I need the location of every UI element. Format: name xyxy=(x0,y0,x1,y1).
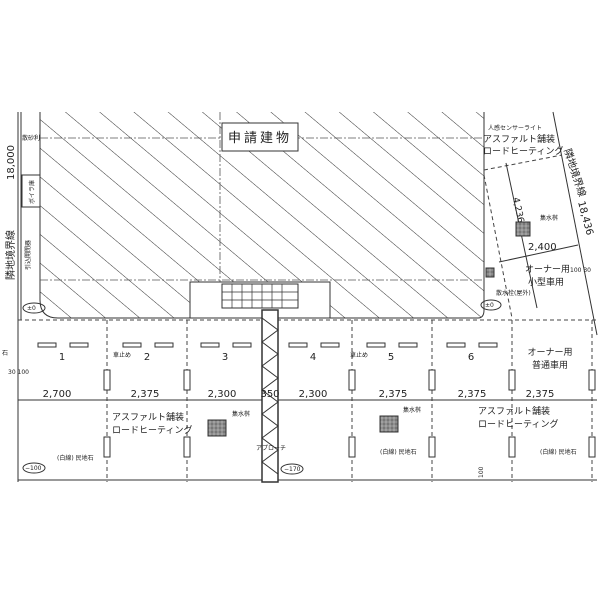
stone-label: 石 xyxy=(2,350,8,357)
wheel-stop xyxy=(366,342,386,348)
owner-label-1: オーナー用 xyxy=(525,264,570,275)
sensor-light-label: 人感センサーライト xyxy=(488,124,542,132)
wheel-stop xyxy=(69,342,89,348)
space-width: 2,300 xyxy=(208,389,237,400)
switch-label: 引込開閉器 xyxy=(24,240,32,270)
space-width: 2,375 xyxy=(526,389,555,400)
left-offset: 30 100 xyxy=(8,369,29,376)
white-line-marker xyxy=(103,369,111,391)
approach-label: アプローチ xyxy=(256,445,286,452)
left-boundary-label: 隣地境界線 xyxy=(4,230,17,280)
wheel-stop xyxy=(288,342,308,348)
building-title: 申請建物 xyxy=(228,131,292,146)
catch-basin-grate xyxy=(207,419,227,437)
left-boundary: 隣地境界線 18,000 散砂利 ボイラ庫 引込開閉器 石 30 100 ±0 … xyxy=(2,112,46,482)
white-line-marker xyxy=(428,369,436,391)
level-bottom-left: −100 xyxy=(25,465,42,472)
bottom-offset: 100 xyxy=(478,466,485,478)
paving-a-line2: ロードヒーティング xyxy=(112,424,192,436)
wheel-stop xyxy=(320,342,340,348)
curb-label: (白線) 民地石 xyxy=(380,448,417,456)
catch-basin-label: 集水桝 xyxy=(403,406,421,414)
space-label: 6 xyxy=(468,352,474,363)
right-paving-line1: アスファルト舗装 xyxy=(483,133,555,145)
space-label: 2 xyxy=(144,352,150,363)
catch-basin-grate xyxy=(515,221,531,237)
space-label: オーナー用 xyxy=(527,347,572,358)
approach-wall xyxy=(261,309,279,483)
catch-basin-label: 集水桝 xyxy=(232,410,250,418)
white-line-marker xyxy=(588,436,596,458)
white-line-marker xyxy=(508,436,516,458)
space-label: 1 xyxy=(59,352,65,363)
white-line-marker xyxy=(183,369,191,391)
wheel-stop xyxy=(154,342,174,348)
wheel-stop xyxy=(122,342,142,348)
right-boundary-length: 18,436 xyxy=(575,200,595,237)
white-line-marker xyxy=(183,436,191,458)
curb-label: (白線) 民地石 xyxy=(540,448,577,456)
owner-label-2: 小型車用 xyxy=(528,276,564,288)
white-line-marker xyxy=(103,436,111,458)
paving-b-line2: ロードヒーティング xyxy=(478,418,558,430)
paving-b-line1: アスファルト舗装 xyxy=(478,405,550,417)
space-width: 2,700 xyxy=(43,389,72,400)
wheel-stop xyxy=(446,342,466,348)
space-label: 4 xyxy=(310,352,316,363)
building-footprint: 申請建物 xyxy=(39,112,485,319)
right-offset: 100 30 xyxy=(570,267,591,274)
right-paving-line2: ロードヒーティング xyxy=(483,145,563,157)
space-label: 3 xyxy=(222,352,228,363)
white-line-marker xyxy=(508,369,516,391)
space-width: 2,375 xyxy=(458,389,487,400)
approach-width: 350 xyxy=(260,389,279,400)
wheel-stop xyxy=(478,342,498,348)
space-label: 5 xyxy=(388,352,394,363)
curb-label: (白線) 民地石 xyxy=(57,454,94,462)
level-top-right: ±0 xyxy=(485,302,494,309)
catch-basin-grate xyxy=(379,415,399,433)
entrance-steps xyxy=(221,283,299,309)
parking-lot: 1 2,700 2 2,375 3 2,300 4 2,300 5 2,375 6 2,375 オーナー… xyxy=(18,309,597,483)
paving-a-line1: アスファルト舗装 xyxy=(112,411,184,423)
gravel-label: 散砂利 xyxy=(22,134,40,142)
space-width: 2,300 xyxy=(299,389,328,400)
wheel-stop xyxy=(398,342,418,348)
white-line-marker xyxy=(348,369,356,391)
storage-label: ボイラ庫 xyxy=(28,180,36,204)
faucet-icon xyxy=(485,267,495,278)
faucet-label: 散水栓(屋外) xyxy=(496,289,531,297)
approach-level: −170 xyxy=(284,466,301,473)
right-catch-basin-label: 集水桝 xyxy=(540,214,558,222)
white-line-marker xyxy=(428,436,436,458)
wheel-stop-label: 車止め xyxy=(113,351,131,359)
white-line-marker xyxy=(588,369,596,391)
space-width: 2,375 xyxy=(131,389,160,400)
owner-depth: 4,236 xyxy=(510,197,525,225)
space-label-sub: 普通車用 xyxy=(532,359,568,371)
owner-width: 2,400 xyxy=(528,242,557,253)
wheel-stop xyxy=(200,342,220,348)
space-width: 2,375 xyxy=(379,389,408,400)
owner-parking-area: 人感センサーライト アスファルト舗装 ロードヒーティング 隣地境界線 18,43… xyxy=(480,111,598,336)
level-top-left: ±0 xyxy=(27,305,36,312)
white-line-marker xyxy=(348,436,356,458)
left-boundary-length: 18,000 xyxy=(6,145,17,180)
wheel-stop-label: 車止め xyxy=(350,351,368,359)
wheel-stop xyxy=(37,342,57,348)
wheel-stop xyxy=(232,342,252,348)
